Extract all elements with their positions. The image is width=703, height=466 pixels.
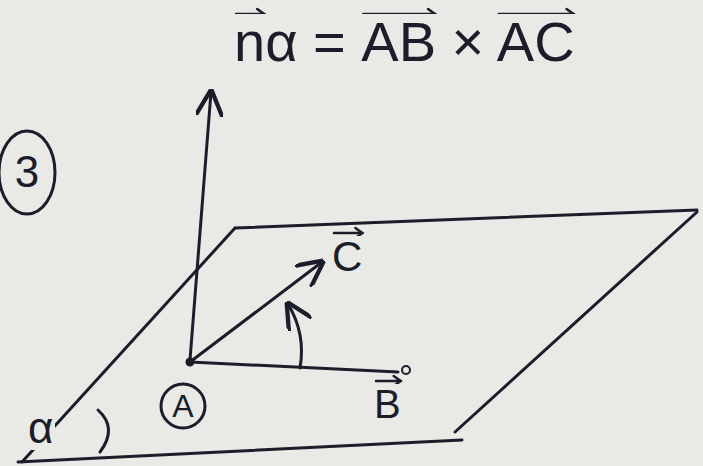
angle-mark [98,410,109,452]
circle-outline [0,131,55,214]
point-b [402,366,410,374]
plane-outline [22,228,235,462]
vector-arrow [376,380,401,383]
node-text: 3 [15,150,39,194]
angle-arrow [288,304,302,368]
plane-name: α [26,406,55,450]
plane-outline [455,212,697,432]
point-label: B [372,384,403,424]
vector-ab [190,362,398,372]
point-a [187,359,193,365]
node-text: A [172,390,193,422]
plane-outline [235,210,697,228]
point-label: C [330,236,364,278]
normal-formula: nα = AB × AC [232,14,577,70]
plane-outline [18,440,462,462]
normal-vector [190,92,211,360]
circle-outline [161,384,205,428]
point-label: A [159,382,207,430]
vector-arrow [334,232,362,235]
step-number: 3 [0,129,57,216]
